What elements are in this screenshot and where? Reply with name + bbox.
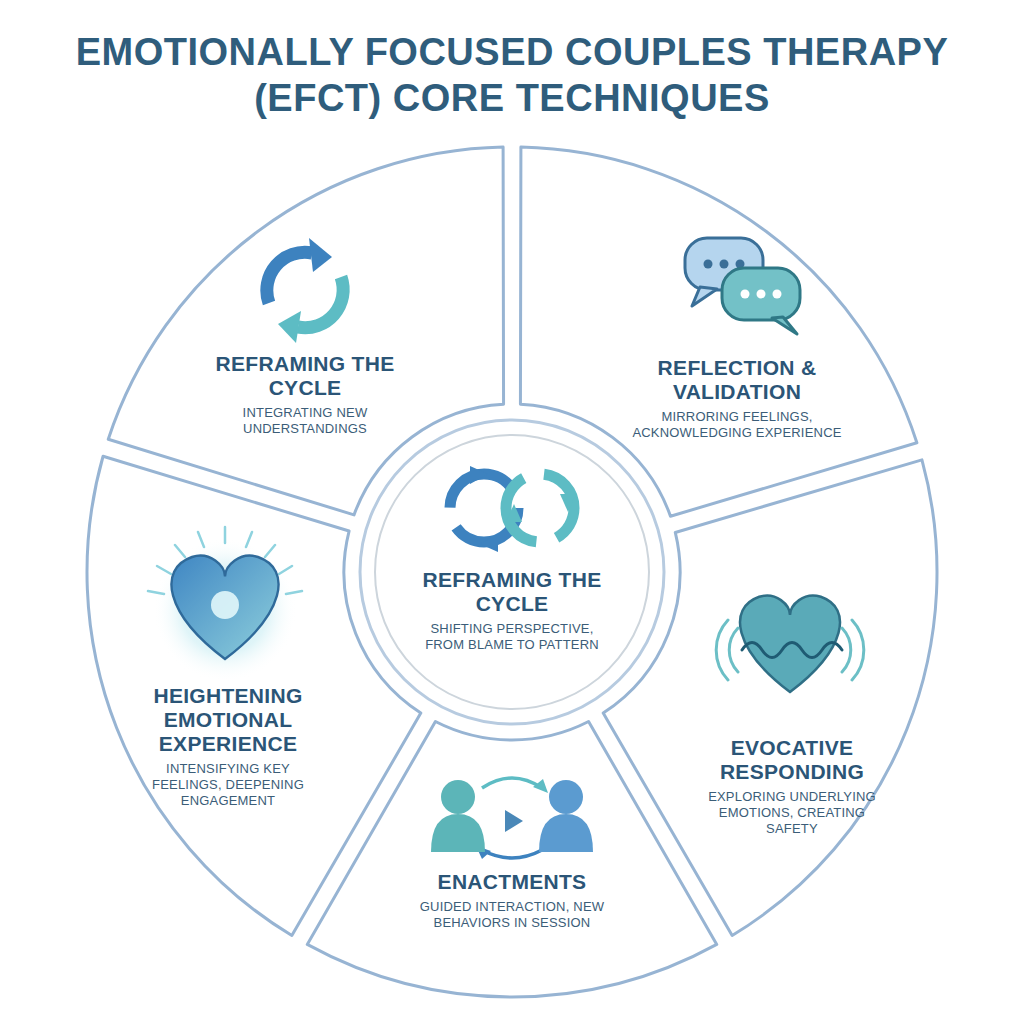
technique-heading: EVOCATIVE RESPONDING — [697, 736, 887, 784]
person-head — [441, 780, 475, 814]
exchange-arrow — [482, 850, 542, 858]
technique-segment: EVOCATIVE RESPONDING EXPLORING UNDERLYING… — [697, 736, 887, 837]
heart-wave — [742, 643, 842, 658]
heart-shape — [171, 556, 278, 659]
technique-description: SHIFTING PERSPECTIVE, FROM BLAME TO PATT… — [410, 621, 614, 653]
arrow-head — [506, 504, 522, 522]
cycle-arrow — [267, 252, 312, 303]
arrow-head — [309, 238, 332, 272]
heart-highlight — [211, 591, 239, 619]
technique-heading: REFRAMING THE CYCLE — [185, 352, 425, 400]
person-head — [549, 780, 583, 814]
bubble-tail — [692, 287, 717, 306]
bubble-dot — [757, 290, 766, 299]
bubble-dot — [773, 290, 782, 299]
technique-description: INTENSIFYING KEY FEELINGS, DEEPENING ENG… — [133, 761, 323, 809]
bubble-dot — [741, 290, 750, 299]
technique-description: EXPLORING UNDERLYING EMOTIONS, CREATING … — [697, 789, 887, 837]
technique-description: GUIDED INTERACTION, NEW BEHAVIORS IN SES… — [382, 899, 642, 931]
cycle-arrow — [298, 277, 343, 328]
interlock-icon — [450, 466, 576, 552]
glowing-heart-icon — [148, 527, 302, 682]
speech-icon — [685, 238, 800, 334]
play-symbol — [505, 810, 523, 832]
bubble-dot — [704, 260, 713, 269]
arrow-head — [560, 494, 576, 512]
technique-segment: HEIGHTENING EMOTIONAL EXPERIENCE INTENSIF… — [133, 684, 323, 809]
bubble-dot — [720, 260, 729, 269]
technique-description: INTEGRATING NEW UNDERSTANDINGS — [185, 405, 425, 437]
technique-heading: REFLECTION & VALIDATION — [612, 356, 862, 404]
arrow-head — [533, 779, 548, 793]
technique-description: MIRRORING FEELINGS, ACKNOWLEDGING EXPERI… — [612, 409, 862, 441]
person-body — [539, 814, 593, 852]
heart-glow — [153, 538, 297, 682]
center-circle: REFRAMING THE CYCLE SHIFTING PERSPECTIVE,… — [374, 434, 650, 710]
person-body — [431, 814, 485, 852]
technique-heading: HEIGHTENING EMOTIONAL EXPERIENCE — [133, 684, 323, 756]
wave-heart-icon — [716, 596, 864, 692]
technique-segment: ENACTMENTS GUIDED INTERACTION, NEW BEHAVI… — [382, 870, 642, 931]
bubble-tail — [772, 317, 797, 334]
vibration-arcs — [716, 620, 864, 680]
technique-segment: REFRAMING THE CYCLE INTEGRATING NEW UNDER… — [185, 352, 425, 437]
arrow-head — [480, 534, 498, 552]
arrow-head — [278, 311, 301, 343]
exchange-arrow — [482, 778, 542, 788]
cycle-icon — [267, 238, 343, 343]
arrow-head — [470, 466, 488, 484]
people-icon — [431, 778, 593, 859]
cycle-ring — [506, 474, 574, 542]
speech-bubble — [722, 268, 800, 320]
center-ring — [360, 420, 664, 724]
technique-heading: REFRAMING THE CYCLE — [410, 568, 614, 616]
diagram-title: EMOTIONALLY FOCUSED COUPLES THERAPY (EFC… — [62, 30, 962, 121]
technique-heading: ENACTMENTS — [438, 870, 587, 894]
technique-segment: REFLECTION & VALIDATION MIRRORING FEELING… — [612, 356, 862, 441]
